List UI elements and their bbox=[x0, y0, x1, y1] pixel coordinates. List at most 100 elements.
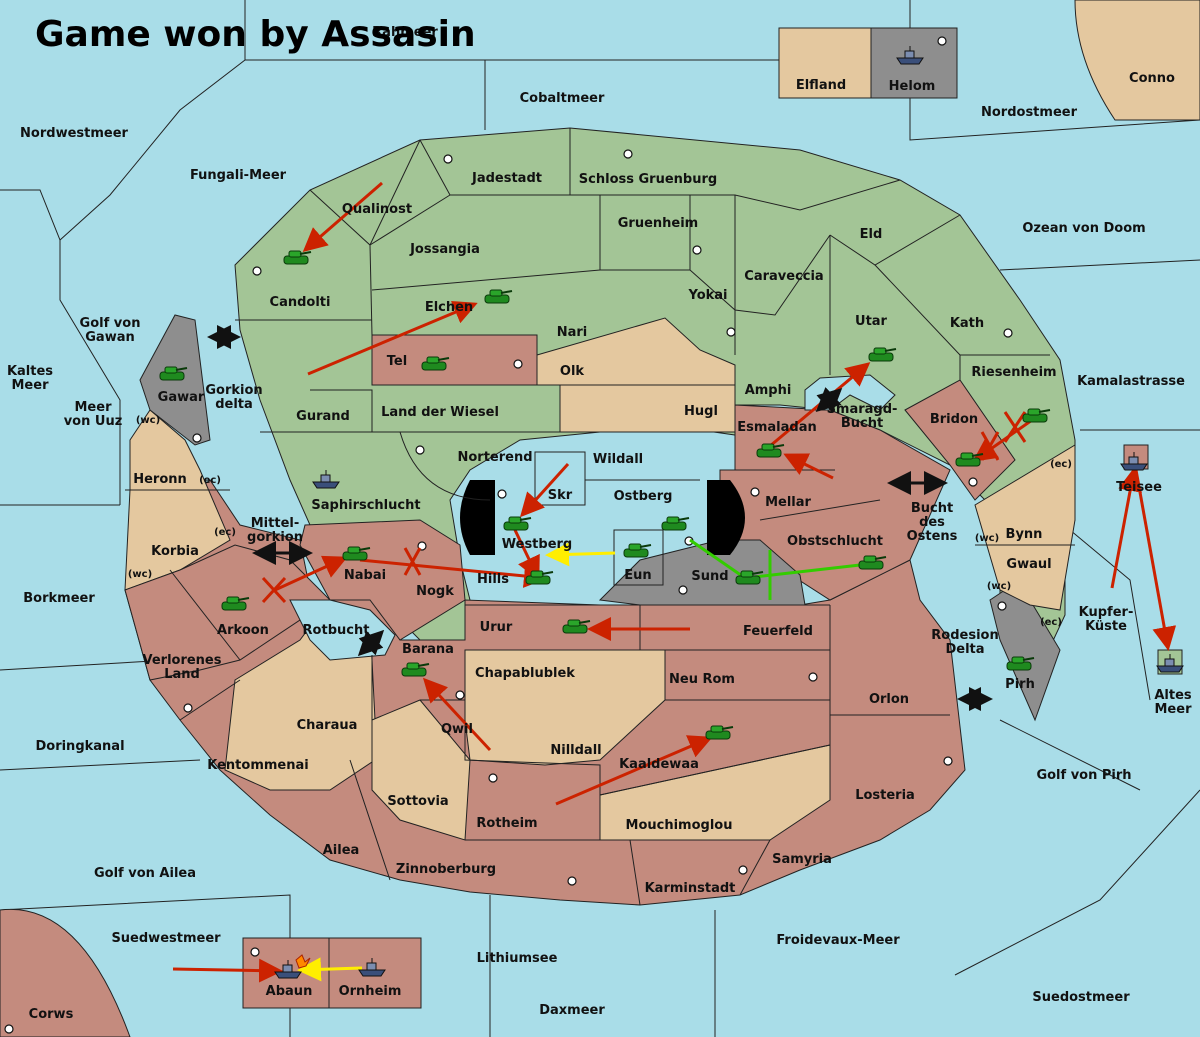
label-chapablublek: Chapablublek bbox=[475, 666, 575, 681]
label-wildall: Wildall bbox=[593, 452, 643, 467]
label-heronn: Heronn bbox=[133, 472, 187, 487]
label-feuerfeld: Feuerfeld bbox=[743, 624, 813, 639]
label-zinnoberburg: Zinnoberburg bbox=[396, 862, 496, 877]
label-ozean-von-doom: Ozean von Doom bbox=[1022, 221, 1145, 236]
label-gruenheim: Gruenheim bbox=[618, 216, 698, 231]
label-land-der-wiesel: Land der Wiesel bbox=[381, 405, 499, 420]
units bbox=[159, 45, 1184, 979]
label-sottovia: Sottovia bbox=[387, 794, 448, 809]
label-golf-von-pirh: Golf von Pirh bbox=[1036, 768, 1131, 783]
label-obstschlucht: Obstschlucht bbox=[787, 534, 883, 549]
label-saphirschlucht: Saphirschlucht bbox=[311, 498, 420, 513]
label-hills: Hills bbox=[477, 572, 509, 587]
label-nogk: Nogk bbox=[416, 584, 454, 599]
label-nilldall: Nilldall bbox=[550, 743, 601, 758]
label-norterend: Norterend bbox=[457, 450, 532, 465]
label-corws: Corws bbox=[29, 1007, 74, 1022]
move-arrow bbox=[555, 735, 713, 806]
label-rotbucht: Rotbucht bbox=[303, 623, 370, 638]
label-jadestadt: Jadestadt bbox=[471, 171, 542, 186]
order-arrows bbox=[172, 181, 1177, 983]
move-arrow bbox=[783, 453, 834, 480]
label-hugl: Hugl bbox=[684, 404, 718, 419]
label-conno: Conno bbox=[1129, 71, 1175, 86]
label-rotheim: Rotheim bbox=[476, 816, 537, 831]
label-helom: Helom bbox=[889, 79, 936, 94]
coast-wc-gawar: (wc) bbox=[136, 415, 160, 426]
impassable-west bbox=[460, 480, 495, 555]
adjacency-arrow bbox=[815, 386, 842, 413]
label-pirh: Pirh bbox=[1005, 677, 1035, 692]
coast-ec-korbia: (ec) bbox=[214, 527, 236, 538]
label-yokai: Yokai bbox=[687, 288, 727, 303]
supply-center-dot bbox=[750, 487, 760, 497]
label-gwaul: Gwaul bbox=[1006, 557, 1051, 572]
move-arrow bbox=[1134, 469, 1177, 651]
label-doringkanal: Doringkanal bbox=[35, 739, 124, 754]
label-suedwestmeer: Suedwestmeer bbox=[111, 931, 221, 946]
supply-center-dot bbox=[678, 585, 688, 595]
label-skr: Skr bbox=[548, 488, 573, 503]
label-gawar: Gawar bbox=[158, 390, 205, 405]
supply-center-dot bbox=[488, 773, 498, 783]
label-nari: Nari bbox=[557, 325, 588, 340]
game-result-title: Game won by Assasin bbox=[35, 14, 476, 55]
supply-centers bbox=[4, 36, 1013, 1034]
label-bynn: Bynn bbox=[1006, 527, 1043, 542]
label-elfland: Elfland bbox=[796, 78, 846, 93]
label-rahmeer: Rahmeer bbox=[372, 25, 438, 40]
label-lithiumsee: Lithiumsee bbox=[477, 951, 558, 966]
coast-wc-korbia: (wc) bbox=[128, 569, 152, 580]
province-labels: Rahmeer Elfland Helom Conno Cobaltmeer N… bbox=[7, 25, 1192, 1022]
label-mellar: Mellar bbox=[765, 495, 811, 510]
label-qualinost: Qualinost bbox=[342, 202, 412, 217]
label-sund: Sund bbox=[691, 569, 728, 584]
label-riesenheim: Riesenheim bbox=[971, 365, 1056, 380]
label-fungali-meer: Fungali-Meer bbox=[190, 168, 287, 183]
label-candolti: Candolti bbox=[270, 295, 331, 310]
label-ostberg: Ostberg bbox=[614, 489, 673, 504]
failed-order-cross bbox=[403, 547, 422, 576]
supply-center-dot bbox=[4, 1024, 14, 1034]
coast-ec-pirh: (ec) bbox=[1040, 617, 1062, 628]
label-mittelgorkion: Mittel-gorkion bbox=[247, 516, 303, 545]
label-golf-von-ailea: Golf von Ailea bbox=[94, 866, 196, 881]
label-arkoon: Arkoon bbox=[217, 623, 269, 638]
dislodged-burst-icon bbox=[295, 954, 311, 969]
label-caraveccia: Caraveccia bbox=[744, 269, 823, 284]
label-kupfer-kueste: Kupfer-Küste bbox=[1079, 605, 1134, 634]
label-nordostmeer: Nordostmeer bbox=[981, 105, 1078, 120]
label-eld: Eld bbox=[860, 227, 883, 242]
label-eun: Eun bbox=[624, 568, 651, 583]
label-korbia: Korbia bbox=[151, 544, 199, 559]
label-nabai: Nabai bbox=[344, 568, 386, 583]
supply-center-dot bbox=[455, 690, 465, 700]
supply-center-dot bbox=[183, 703, 193, 713]
supply-center-dot bbox=[726, 327, 736, 337]
label-charaua: Charaua bbox=[297, 718, 358, 733]
supply-center-dot bbox=[997, 601, 1007, 611]
adjacency-arrow bbox=[357, 630, 384, 657]
supply-center-dot bbox=[692, 245, 702, 255]
label-mouchimoglou: Mouchimoglou bbox=[626, 818, 733, 833]
supply-center-dot bbox=[250, 947, 260, 957]
label-nordwestmeer: Nordwestmeer bbox=[20, 126, 128, 141]
label-amphi: Amphi bbox=[745, 383, 792, 398]
label-neu-rom: Neu Rom bbox=[669, 672, 735, 687]
supply-center-dot bbox=[1003, 328, 1013, 338]
impassable-east bbox=[707, 480, 745, 555]
label-froidevaux-meer: Froidevaux-Meer bbox=[776, 933, 900, 948]
coast-wc-bynn: (wc) bbox=[975, 533, 999, 544]
failed-order-cross bbox=[1003, 411, 1027, 443]
supply-center-dot bbox=[192, 433, 202, 443]
move-arrow bbox=[513, 529, 540, 581]
province-bridon-area bbox=[904, 379, 1016, 501]
label-ornheim: Ornheim bbox=[339, 984, 402, 999]
coast-wc-pirh: (wc) bbox=[987, 581, 1011, 592]
supply-center-dot bbox=[497, 489, 507, 499]
label-daxmeer: Daxmeer bbox=[539, 1003, 605, 1018]
label-kentommenai: Kentommenai bbox=[207, 758, 308, 773]
